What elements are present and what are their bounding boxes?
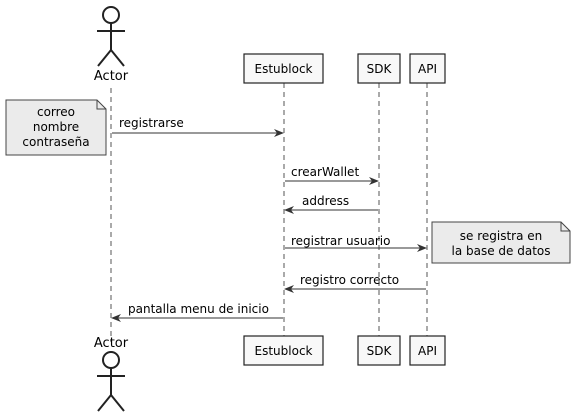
message-address: address (284, 194, 378, 214)
estublock-participant-bottom: Estublock (243, 335, 324, 366)
message-registrarse: registrarse (112, 116, 284, 137)
actor-bottom: Actor (94, 336, 129, 412)
api-label-bottom: API (418, 344, 437, 358)
actor-icon-bottom (97, 351, 125, 412)
note-database: se registra en la base de datos (431, 221, 571, 264)
estublock-label: Estublock (255, 62, 313, 76)
sdk-participant-bottom: SDK (357, 335, 401, 366)
api-participant-top: API (409, 53, 446, 84)
note-database-line-1: se registra en (460, 229, 543, 243)
actor-label-top: Actor (94, 69, 129, 84)
sdk-participant-top: SDK (357, 53, 401, 84)
message-pantalla-menu-label: pantalla menu de inicio (128, 302, 269, 316)
message-address-label: address (302, 194, 349, 208)
message-crearwallet-label: crearWallet (291, 165, 359, 179)
note-database-line-2: la base de datos (451, 244, 550, 258)
estublock-label-bottom: Estublock (255, 344, 313, 358)
estublock-participant-top: Estublock (243, 53, 324, 84)
note-credentials-line-3: contraseña (22, 135, 89, 149)
actor-label-bottom: Actor (94, 336, 129, 351)
message-pantalla-menu: pantalla menu de inicio (111, 302, 283, 322)
message-registrarse-label: registrarse (119, 116, 184, 130)
message-registro-correcto-label: registro correcto (300, 273, 399, 287)
sdk-label-bottom: SDK (367, 344, 393, 358)
message-crearwallet: crearWallet (285, 165, 379, 185)
api-label: API (418, 62, 437, 76)
actor-top: Actor (94, 6, 129, 84)
message-registro-correcto: registro correcto (284, 273, 426, 293)
note-credentials-line-2: nombre (33, 120, 79, 134)
note-credentials: correo nombre contraseña (5, 99, 107, 156)
actor-icon (97, 6, 125, 67)
sdk-label: SDK (367, 62, 393, 76)
message-registrar-usuario-label: registrar usuario (291, 234, 390, 248)
message-registrar-usuario: registrar usuario (285, 234, 427, 252)
note-credentials-line-1: correo (37, 105, 75, 119)
api-participant-bottom: API (409, 335, 446, 366)
